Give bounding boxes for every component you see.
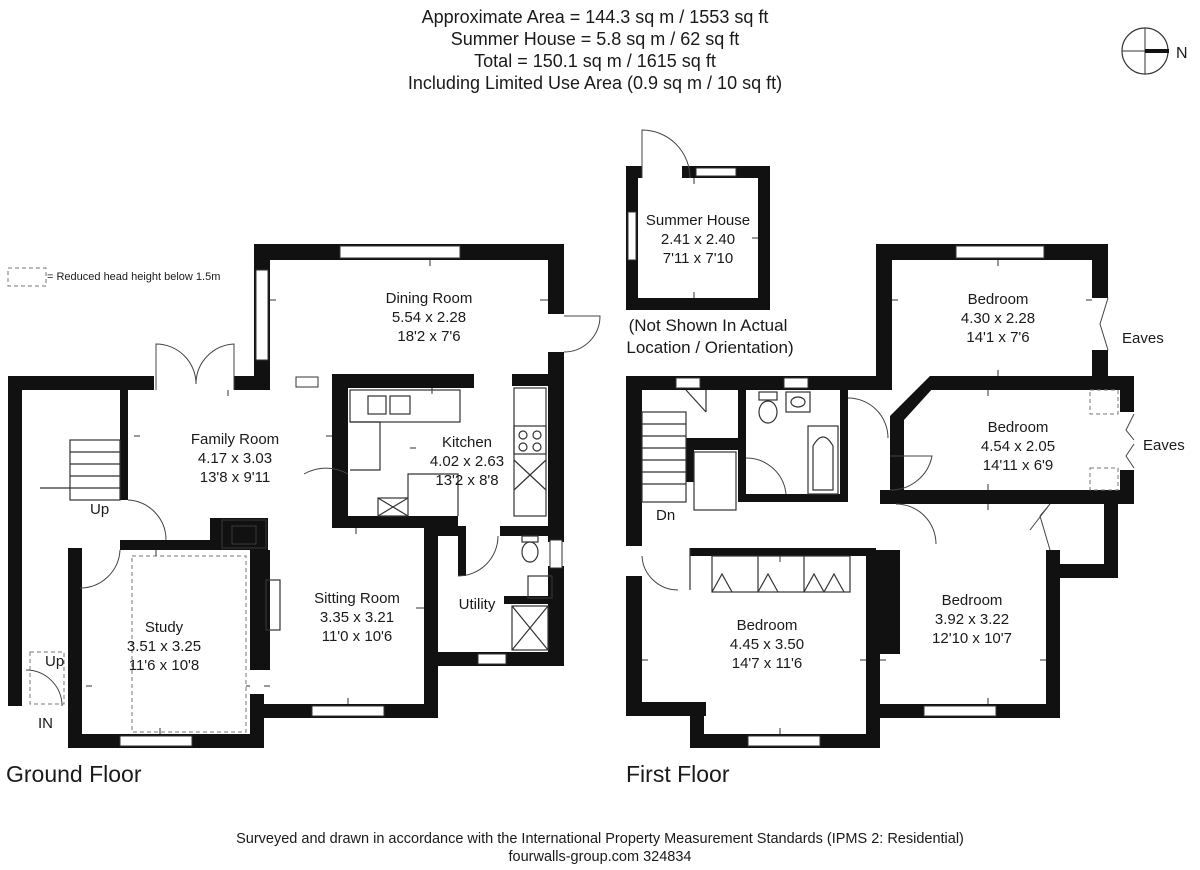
kitchen-metric: 4.02 x 2.63	[430, 453, 504, 470]
bedroom-left-imperial: 14'7 x 11'6	[732, 655, 803, 672]
bedroom-mid-name: Bedroom	[988, 419, 1049, 436]
utility-name: Utility	[459, 596, 496, 613]
summer-house-plan	[626, 129, 770, 310]
summer-house-imperial: 7'11 x 7'10	[663, 250, 734, 267]
ground-floor-plan	[8, 244, 601, 748]
compass-north-label: N	[1176, 45, 1188, 62]
stairs-down-label: Dn	[656, 507, 675, 524]
dining-room-metric: 5.54 x 2.28	[392, 309, 466, 326]
eaves-label-2: Eaves	[1143, 437, 1185, 454]
summer-house-name: Summer House	[646, 212, 750, 229]
bedroom-left-name: Bedroom	[737, 617, 798, 634]
bedroom-mid-imperial: 14'11 x 6'9	[983, 457, 1054, 474]
bedroom-mid-metric: 4.54 x 2.05	[981, 438, 1055, 455]
study-metric: 3.51 x 3.25	[127, 638, 201, 655]
dining-room-imperial: 18'2 x 7'6	[397, 328, 460, 345]
area-line-limited-use: Including Limited Use Area (0.9 sq m / 1…	[407, 73, 783, 93]
ground-floor-title: Ground Floor	[6, 761, 142, 787]
area-summary: Approximate Area = 144.3 sq m / 1553 sq …	[300, 6, 890, 94]
summer-house-note-line-1: (Not Shown In Actual	[629, 316, 788, 335]
entrance-label: IN	[38, 715, 53, 732]
stairs-up-label-2: Up	[45, 653, 64, 670]
area-line-total: Total = 150.1 sq m / 1615 sq ft	[474, 51, 716, 71]
family-room-metric: 4.17 x 3.03	[198, 450, 272, 467]
summer-house-note-line-2: Location / Orientation)	[626, 338, 793, 357]
family-room-imperial: 13'8 x 9'11	[200, 469, 271, 486]
sitting-room-metric: 3.35 x 3.21	[320, 609, 394, 626]
footer-reference-line: fourwalls-group.com 324834	[508, 849, 692, 865]
dining-room-name: Dining Room	[386, 290, 473, 307]
study-name: Study	[145, 619, 184, 636]
summer-house-metric: 2.41 x 2.40	[661, 231, 735, 248]
first-floor-title: First Floor	[626, 761, 730, 787]
area-line-summer-house: Summer House = 5.8 sq m / 62 sq ft	[450, 29, 740, 49]
bedroom-top-name: Bedroom	[968, 291, 1029, 308]
kitchen-name: Kitchen	[442, 434, 492, 451]
legend-dashed-swatch	[7, 267, 47, 287]
eaves-label-1: Eaves	[1122, 330, 1164, 347]
stairs-up-label-1: Up	[90, 501, 109, 518]
legend-text: = Reduced head height below 1.5m	[47, 271, 220, 283]
study-imperial: 11'6 x 10'8	[129, 657, 200, 674]
sitting-room-name: Sitting Room	[314, 590, 400, 607]
bedroom-top-imperial: 14'1 x 7'6	[966, 329, 1029, 346]
compass-icon	[1121, 27, 1169, 75]
bedroom-top-metric: 4.30 x 2.28	[961, 310, 1035, 327]
area-line-approx: Approximate Area = 144.3 sq m / 1553 sq …	[421, 7, 769, 27]
footer: Surveyed and drawn in accordance with th…	[0, 830, 1200, 866]
bedroom-right-name: Bedroom	[942, 592, 1003, 609]
footer-standards-line: Surveyed and drawn in accordance with th…	[236, 831, 964, 847]
family-room-name: Family Room	[191, 431, 279, 448]
first-floor-plan	[626, 244, 1135, 748]
kitchen-imperial: 13'2 x 8'8	[435, 472, 498, 489]
bedroom-right-imperial: 12'10 x 10'7	[932, 630, 1012, 647]
sitting-room-imperial: 11'0 x 10'6	[322, 628, 393, 645]
bedroom-left-metric: 4.45 x 3.50	[730, 636, 804, 653]
bedroom-right-metric: 3.92 x 3.22	[935, 611, 1009, 628]
